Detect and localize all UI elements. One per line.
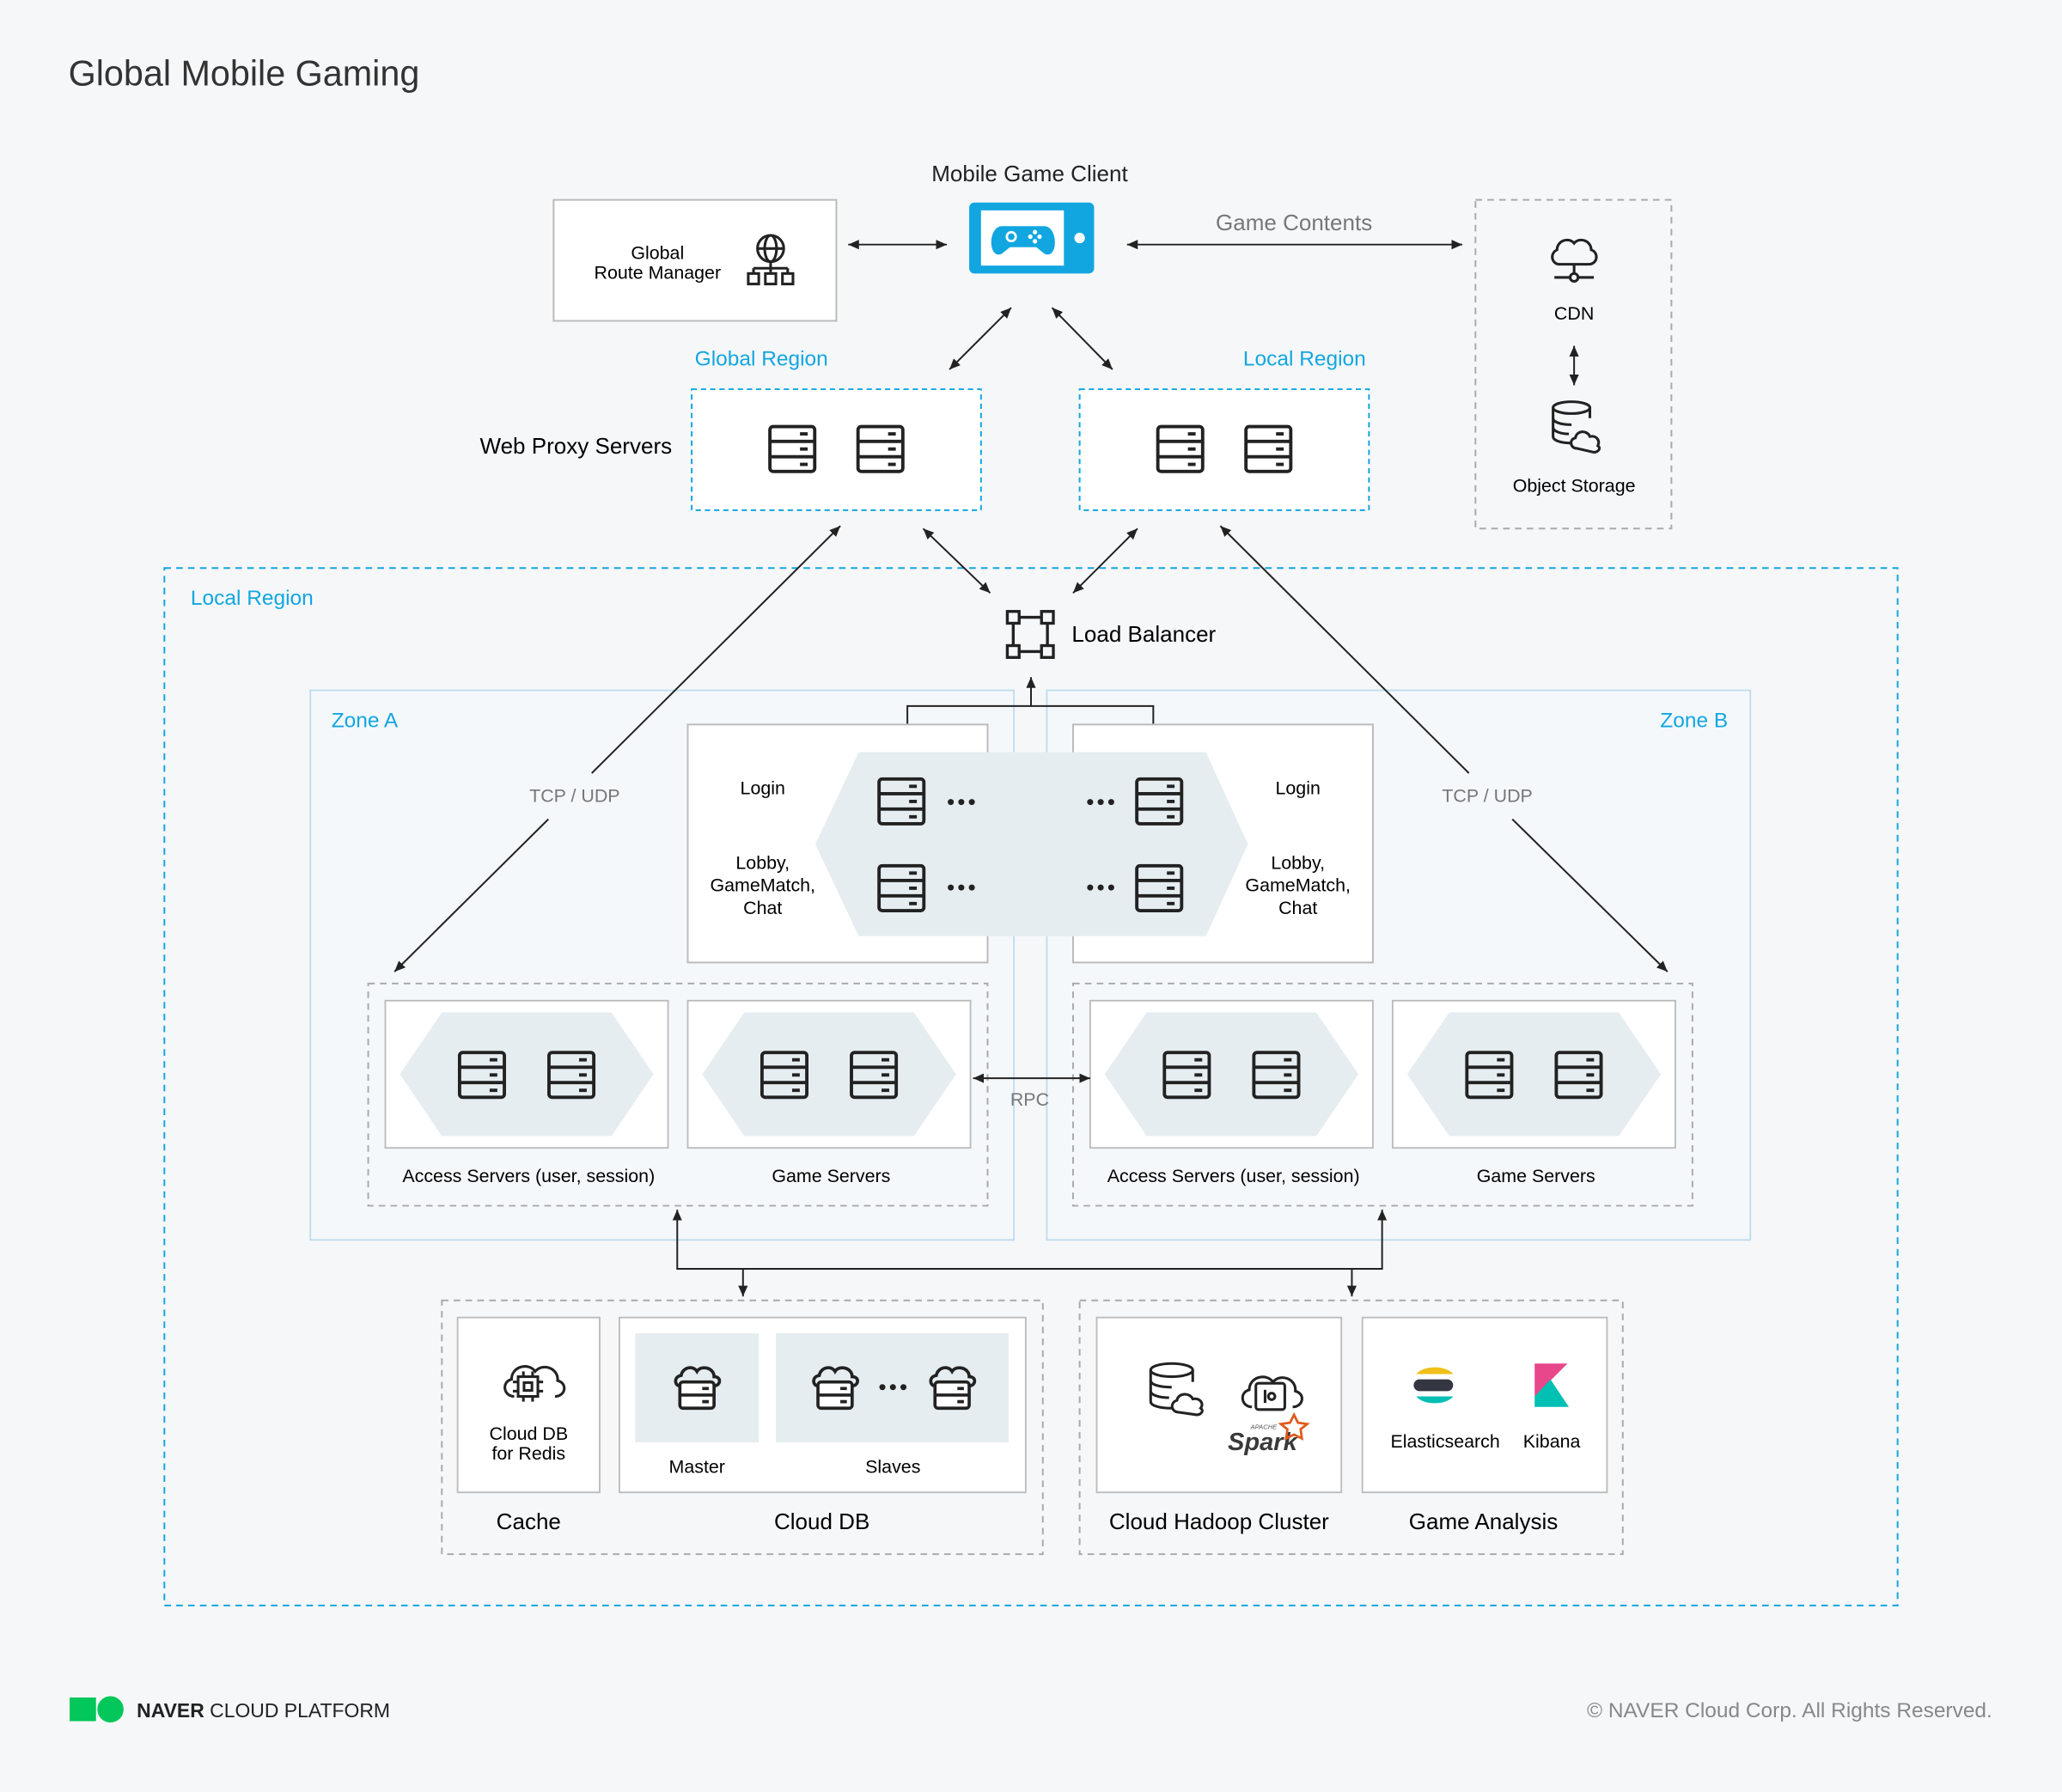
more-dots-icon	[948, 884, 975, 891]
local-region-main-label: Local Region	[191, 587, 314, 610]
local-region-top-label: Local Region	[1243, 348, 1366, 371]
route-manager-line2: Route Manager	[595, 262, 722, 283]
tcp-udp-arrow-a-lower	[393, 818, 549, 972]
more-dots-icon	[879, 1384, 907, 1391]
cdn-group	[1474, 198, 1673, 530]
local-proxy-box	[1078, 388, 1370, 511]
cloud-server-icon	[1241, 1375, 1303, 1411]
hadoop-box	[1095, 1316, 1343, 1494]
proxy-lb-arrow-right	[1072, 527, 1138, 594]
object-storage-icon	[1552, 400, 1601, 454]
access-servers-label-b: Access Servers (user, session)	[1107, 1166, 1360, 1186]
apache-spark-caption: APACHE	[1249, 1423, 1278, 1431]
proxy-lb-arrow-left	[922, 527, 991, 594]
access-band-a	[400, 1012, 654, 1137]
naver-cloud-logo-icon	[70, 1696, 124, 1723]
elasticsearch-label: Elasticsearch	[1390, 1431, 1499, 1452]
local-region-container	[163, 567, 1899, 1606]
lobby-line2-b: GameMatch,	[1245, 875, 1351, 896]
gamepad-device-icon	[969, 202, 1095, 274]
tcp-udp-label-a: TCP / UDP	[529, 786, 619, 807]
server-group-b	[1071, 982, 1693, 1207]
game-servers-label-b: Game Servers	[1477, 1166, 1595, 1186]
page-title: Global Mobile Gaming	[69, 53, 420, 93]
game-band-a	[702, 1012, 956, 1137]
spark-star-icon	[1278, 1411, 1310, 1441]
access-servers-label-a: Access Servers (user, session)	[402, 1166, 655, 1186]
cloud-network-icon	[1551, 238, 1598, 283]
kibana-logo-icon	[1534, 1363, 1570, 1407]
more-dots-icon	[1087, 799, 1114, 806]
tcp-udp-arrow-b-lower	[1511, 818, 1669, 972]
game-contents-label: Game Contents	[1216, 210, 1372, 235]
slaves-label: Slaves	[865, 1456, 920, 1477]
tcp-udp-arrow-b-upper	[1219, 525, 1470, 774]
global-route-manager-box	[552, 198, 838, 322]
analytics-group	[1078, 1299, 1624, 1556]
lobby-line3-a: Chat	[743, 898, 782, 918]
access-band-b	[1104, 1012, 1359, 1137]
zone-a-label: Zone A	[332, 709, 399, 732]
master-label: Master	[669, 1456, 725, 1477]
game-servers-label-a: Game Servers	[772, 1166, 890, 1186]
game-analysis-label: Game Analysis	[1409, 1509, 1559, 1534]
load-balancer-label: Load Balancer	[1071, 621, 1216, 647]
mobile-client-label: Mobile Game Client	[931, 161, 1128, 186]
redis-line1: Cloud DB	[489, 1423, 568, 1444]
cdn-label: CDN	[1554, 303, 1594, 324]
object-storage-label: Object Storage	[1513, 475, 1636, 496]
lobby-line1-b: Lobby,	[1271, 853, 1325, 874]
rpc-label: RPC	[1010, 1089, 1049, 1110]
lobby-line3-b: Chat	[1278, 898, 1317, 918]
copyright-text: © NAVER Cloud Corp. All Rights Reserved.	[1587, 1699, 1992, 1722]
route-manager-line1: Global	[631, 243, 684, 264]
brand-name: NAVER CLOUD PLATFORM	[137, 1699, 390, 1722]
cloud-db-label: Cloud DB	[774, 1509, 869, 1534]
more-dots-icon	[1087, 884, 1114, 891]
lobby-line1-a: Lobby,	[735, 853, 790, 874]
game-analysis-box	[1361, 1316, 1608, 1494]
login-label-a: Login	[741, 777, 785, 798]
client-global-region-arrow	[949, 307, 1012, 370]
web-proxy-label: Web Proxy Servers	[480, 433, 673, 459]
data-tier-connector	[672, 1210, 1388, 1271]
database-cloud-icon	[1149, 1362, 1204, 1417]
global-region-label: Global Region	[695, 348, 828, 371]
cloud-chip-icon	[503, 1365, 566, 1402]
kibana-label: Kibana	[1523, 1431, 1581, 1452]
tcp-udp-label-b: TCP / UDP	[1442, 786, 1532, 807]
login-label-b: Login	[1276, 777, 1321, 798]
globe-network-icon	[747, 234, 795, 286]
brand-name-bold: NAVER	[137, 1699, 204, 1722]
elasticsearch-logo-icon	[1413, 1367, 1454, 1404]
redis-box	[456, 1316, 601, 1494]
tcp-udp-arrow-a-upper	[591, 525, 841, 774]
cache-label: Cache	[497, 1509, 561, 1534]
zone-b-label: Zone B	[1660, 709, 1728, 732]
storage-group	[441, 1299, 1044, 1556]
redis-line2: for Redis	[491, 1443, 565, 1464]
brand-name-rest: CLOUD PLATFORM	[204, 1699, 390, 1722]
client-local-region-arrow	[1051, 307, 1113, 370]
game-band-b	[1406, 1012, 1662, 1137]
load-balancer-icon	[1005, 610, 1055, 659]
server-group-a	[367, 982, 989, 1207]
lobby-line2-a: GameMatch,	[710, 875, 815, 896]
more-dots-icon	[948, 799, 975, 806]
global-proxy-box	[691, 388, 982, 511]
hadoop-label: Cloud Hadoop Cluster	[1109, 1509, 1329, 1534]
